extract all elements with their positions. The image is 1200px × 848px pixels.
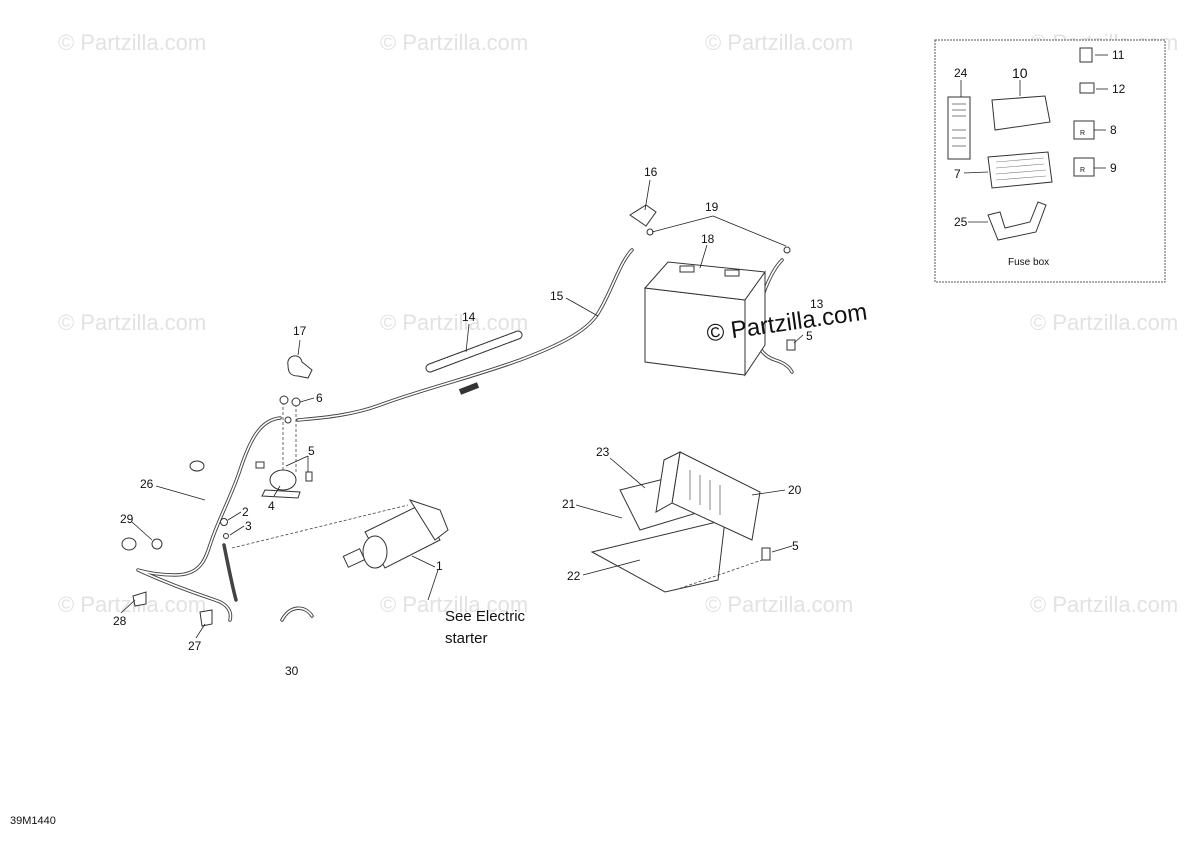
callout-11: 11 [1112, 48, 1125, 62]
watermark-layer: © Partzilla.com © Partzilla.com © Partzi… [58, 30, 1178, 617]
nut-2 [220, 518, 228, 526]
callout-4: 4 [268, 499, 275, 513]
bolt-19 [783, 246, 791, 254]
bolt-5-solenoid-a [255, 461, 265, 469]
callout-21: 21 [562, 497, 576, 511]
watermark: © Partzilla.com [1030, 592, 1178, 617]
callout-30: 30 [285, 664, 299, 678]
terminal-cap-16 [629, 204, 657, 236]
fuse-box-base-7 [987, 151, 1053, 189]
note-line-2: starter [445, 630, 488, 647]
main-cable-15 [296, 248, 634, 422]
callout-25: 25 [954, 215, 968, 229]
callouts: 1 2 3 4 5 5 5 6 7 8 9 10 11 12 13 14 15 … [113, 48, 1126, 678]
cable-26 [136, 416, 282, 622]
watermark: © Partzilla.com [380, 592, 528, 617]
callout-13: 13 [810, 297, 824, 311]
starter-1 [231, 499, 449, 569]
callout-20: 20 [788, 483, 802, 497]
watermark: © Partzilla.com [380, 30, 528, 55]
fuse-12 [1079, 82, 1095, 94]
clip-29 [151, 538, 163, 550]
callout-28: 28 [113, 614, 127, 628]
callout-3: 3 [245, 519, 252, 533]
fuse-11 [1079, 47, 1093, 63]
callout-27: 27 [188, 639, 202, 653]
callout-24: 24 [954, 66, 968, 80]
fuse-box-inset: R R Fuse box [934, 39, 1166, 283]
watermark: © Partzilla.com [380, 310, 528, 335]
watermark: © Partzilla.com [58, 310, 206, 335]
callout-10: 10 [1012, 65, 1028, 81]
protective-sleeve-14 [425, 330, 523, 395]
relay-mark: R [1080, 130, 1085, 137]
callout-12: 12 [1112, 82, 1126, 96]
callout-16: 16 [644, 165, 658, 179]
fuse-box-label: Fuse box [1008, 257, 1049, 268]
bolt-5-battery [786, 339, 796, 351]
callout-22: 22 [567, 569, 581, 583]
bolt-5-tray [761, 547, 771, 561]
battery-tray-assembly [590, 451, 771, 593]
clip-28 [132, 591, 147, 607]
note-line-1: See Electric [445, 608, 526, 625]
relay-9 [1073, 157, 1095, 177]
callout-8: 8 [1110, 123, 1117, 137]
callout-6: 6 [316, 391, 323, 405]
bolt-5-solenoid-b [305, 471, 313, 482]
solenoid-4 [261, 400, 301, 499]
clip-27 [199, 609, 213, 627]
callout-23: 23 [596, 445, 610, 459]
clamp [189, 460, 205, 472]
terminal-cap-17 [287, 355, 313, 379]
fuse-box-cover-10 [991, 95, 1051, 131]
callout-5: 5 [308, 444, 315, 458]
callout-18: 18 [701, 232, 715, 246]
washer [284, 416, 292, 424]
callout-17: 17 [293, 324, 307, 338]
nut-6b [291, 397, 301, 407]
watermark: © Partzilla.com [58, 30, 206, 55]
battery-18 [643, 261, 766, 377]
relay-mark: R [1080, 167, 1085, 174]
callout-7: 7 [954, 167, 961, 181]
grommet-29 [121, 537, 137, 551]
callout-9: 9 [1110, 161, 1117, 175]
callout-5: 5 [792, 539, 799, 553]
callout-2: 2 [242, 505, 249, 519]
watermark: © Partzilla.com [705, 30, 853, 55]
connector-24 [947, 96, 971, 160]
leader-lines [120, 179, 804, 639]
callout-15: 15 [550, 289, 564, 303]
callout-1: 1 [436, 559, 443, 573]
watermark: © Partzilla.com [58, 592, 206, 617]
starter-note: See Electric starter [445, 608, 526, 647]
callout-19: 19 [705, 200, 719, 214]
diagram-code: 39M1440 [10, 815, 56, 827]
washer-3 [223, 533, 229, 539]
bracket-25 [987, 201, 1047, 241]
watermark: © Partzilla.com [1030, 310, 1178, 335]
callout-26: 26 [140, 477, 154, 491]
watermark: © Partzilla.com [705, 592, 853, 617]
callout-29: 29 [120, 512, 134, 526]
nut-6a [279, 395, 289, 405]
callout-5: 5 [806, 329, 813, 343]
callout-14: 14 [462, 310, 476, 324]
